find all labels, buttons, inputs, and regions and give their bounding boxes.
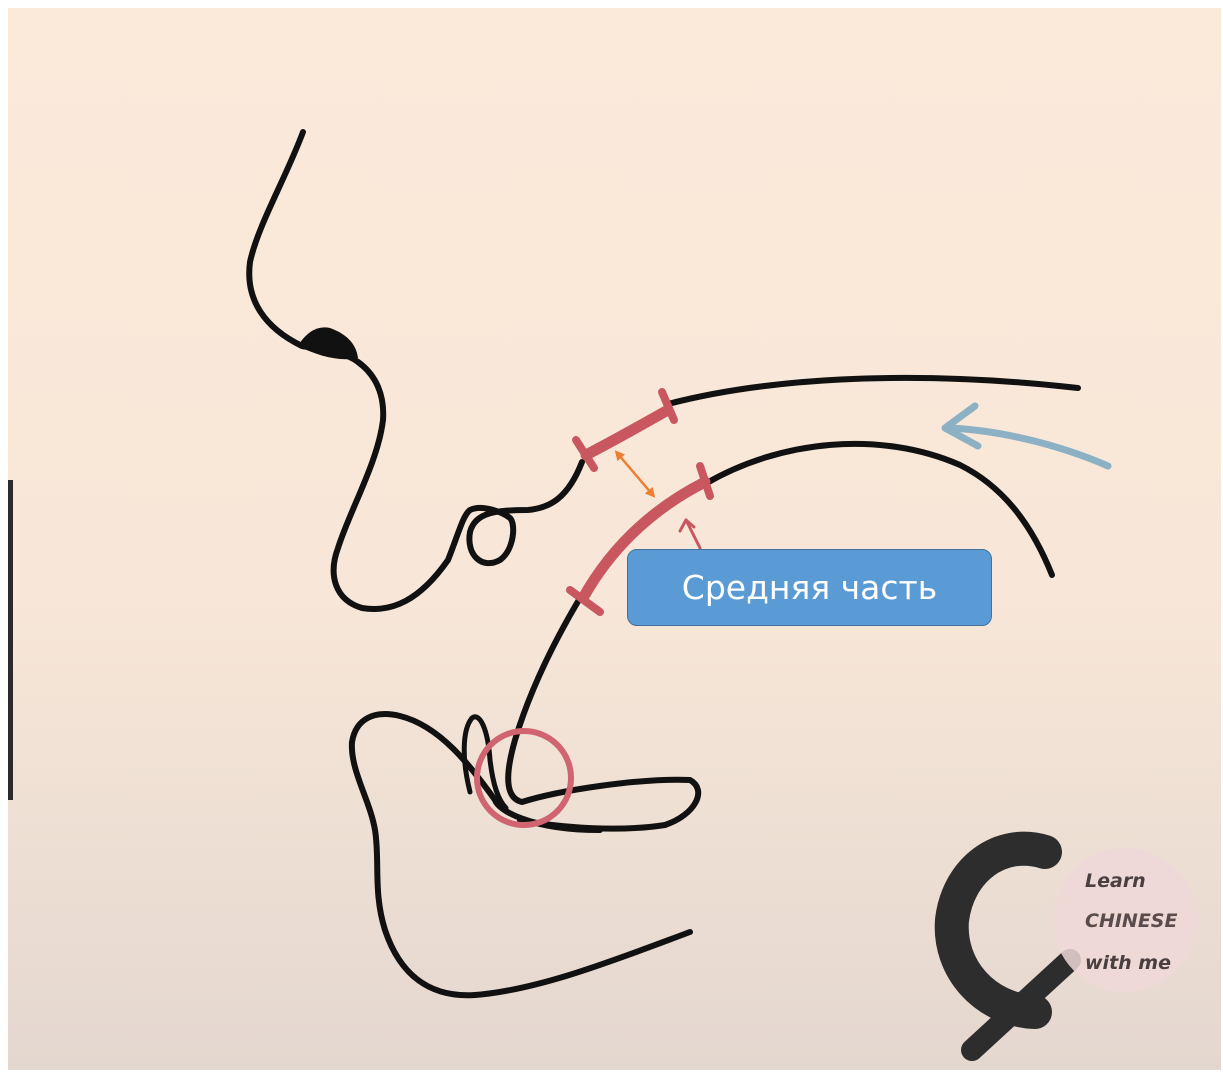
logo-line-chinese: CHINESE <box>1085 910 1195 932</box>
callout-label: Средняя часть <box>682 568 937 607</box>
logo-line-learn: Learn <box>1085 870 1195 892</box>
middle-part-callout: Средняя часть <box>627 549 992 626</box>
logo-line-with-me: with me <box>1085 952 1195 974</box>
left-edge-bar <box>8 480 13 800</box>
background <box>8 8 1221 1070</box>
